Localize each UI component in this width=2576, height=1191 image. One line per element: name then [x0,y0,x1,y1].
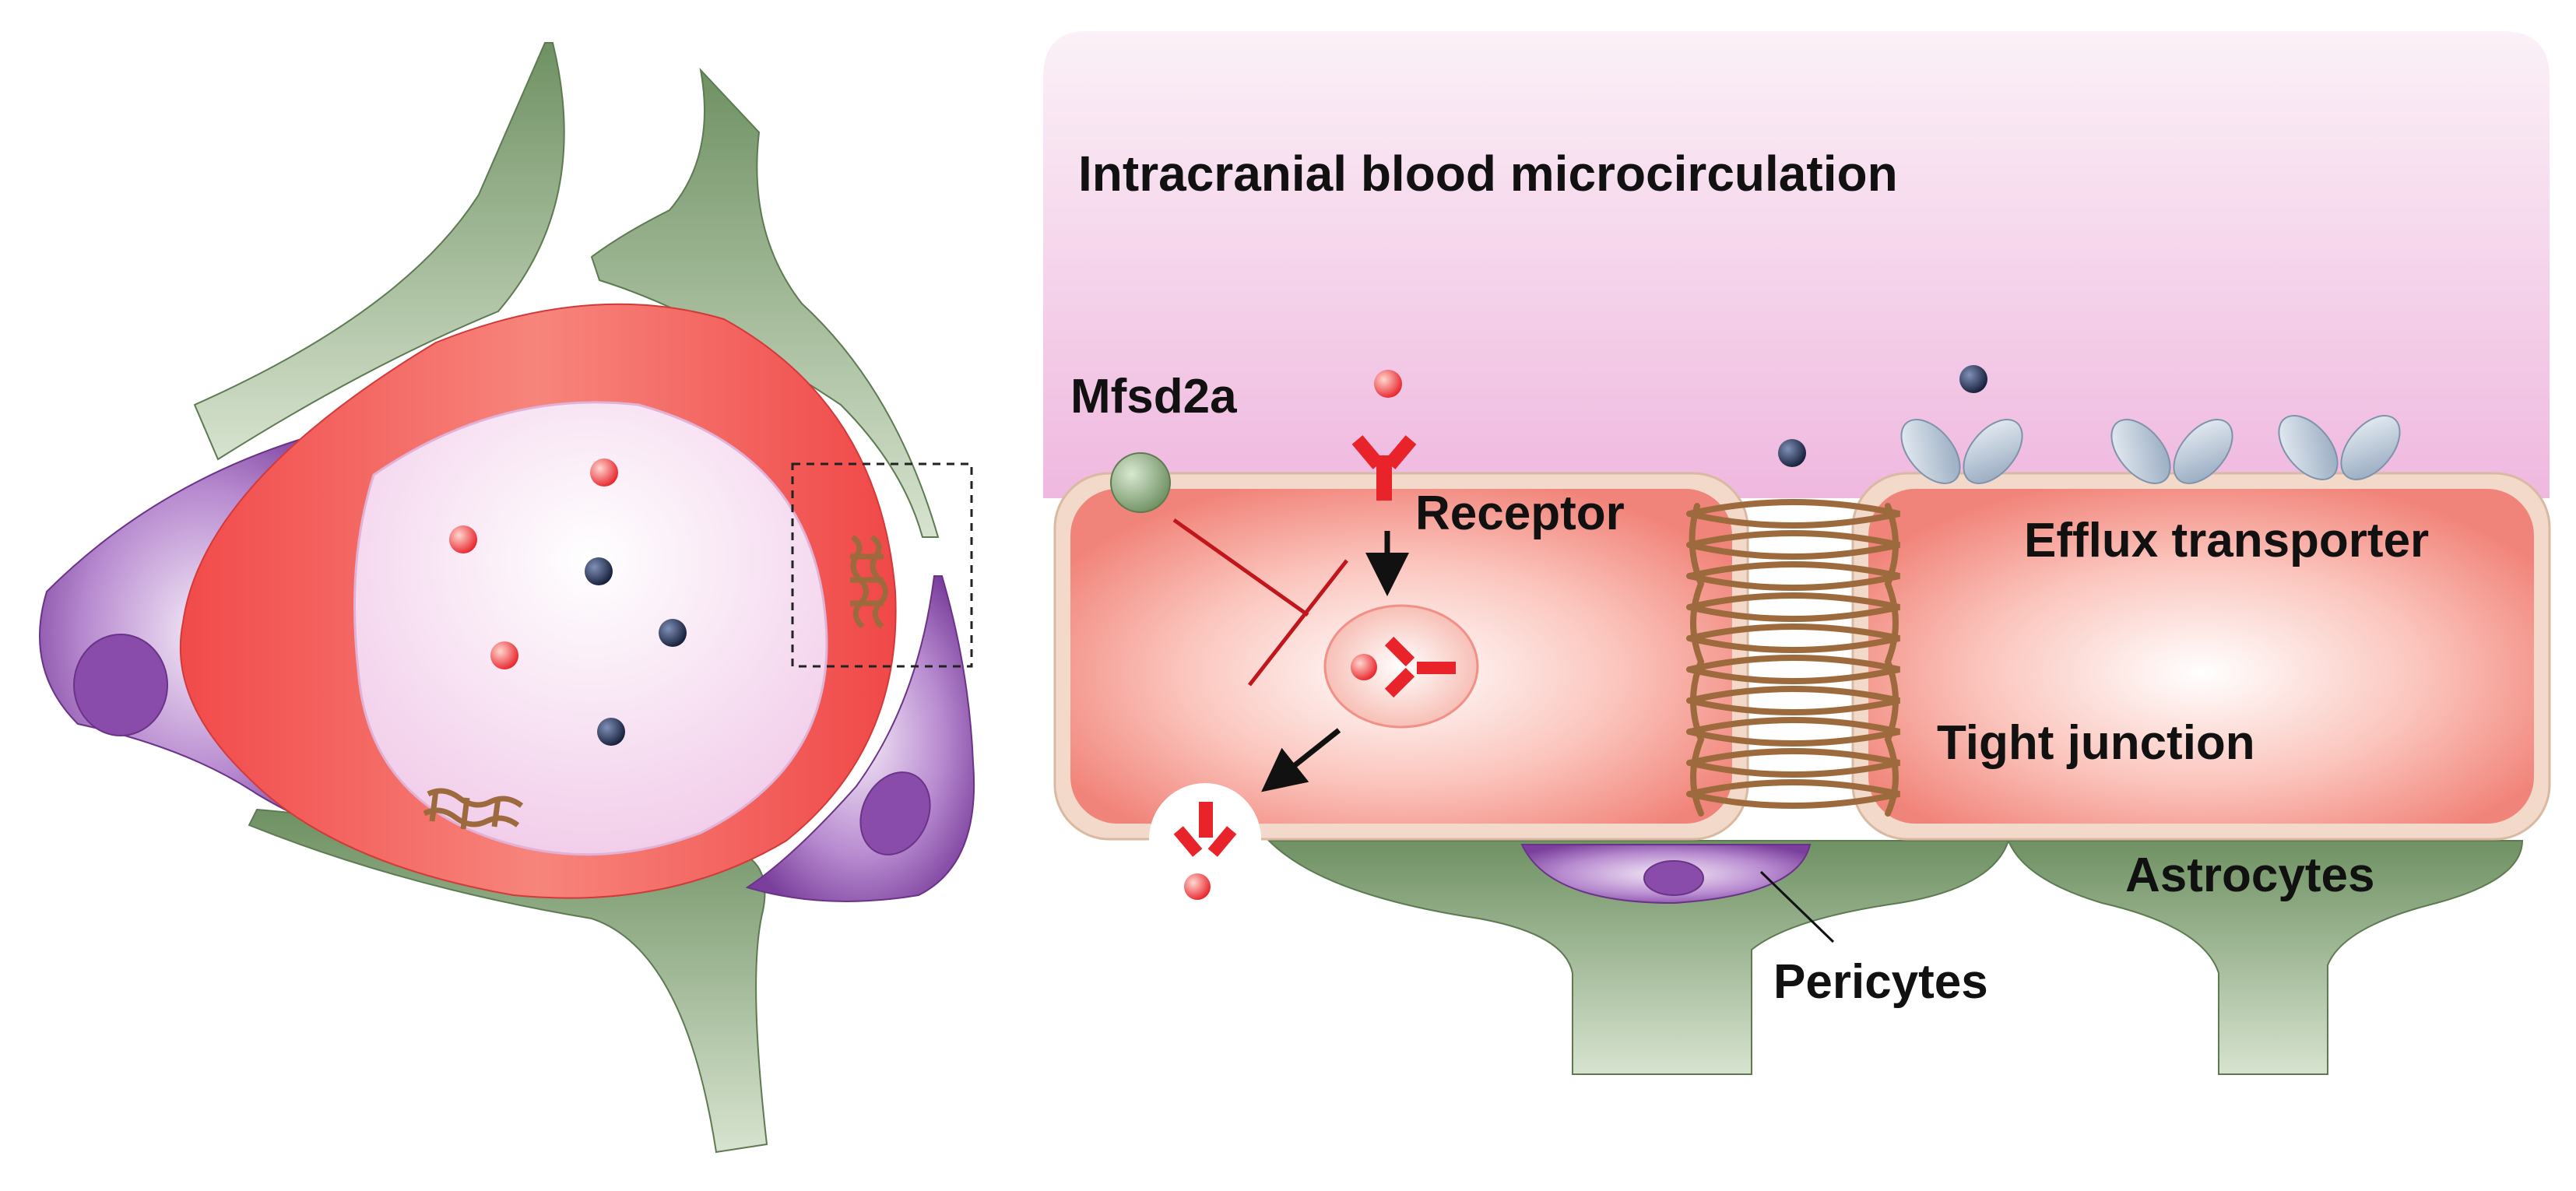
astrocyte-top-left [193,42,565,461]
pericytes-label: Pericytes [1773,955,1988,1009]
efflux-transporter-label: Efflux transporter [2024,514,2429,567]
vessel-cross-section [39,42,975,1154]
receptor-icon [1384,636,1456,698]
red-ligand [449,525,477,553]
efflux-transporter [1900,419,2023,484]
red-ligand [490,641,518,669]
tight-junction-label: Tight junction [1937,716,2255,770]
mfsd2a-protein [1110,452,1171,513]
exocytosis-bubble [1149,783,1261,895]
vessel-lumen [353,401,828,856]
arrow-down-left [1261,728,1341,792]
astrocytes-label: Astrocytes [2125,848,2374,902]
transcytosis-vesicle [1323,604,1479,729]
navy-molecule [585,557,613,585]
red-ligand [590,458,618,487]
receptor-label: Receptor [1415,487,1625,540]
astrocyte-top-right [590,67,940,538]
bbb-detail: Intracranial blood microcirculation Mfsd… [1043,31,2551,1075]
navy-molecule [1959,365,1987,393]
pericyte-left-nucleus [73,634,168,736]
pericytes-leader-line [1759,870,1835,943]
blood-region-label: Intracranial blood microcirculation [1078,146,1898,202]
astrocyte-foot-right [2007,840,2524,1075]
efflux-transporter [2110,419,2233,484]
blood-region [1043,31,2550,498]
navy-molecule [659,619,687,647]
tight-junction-ring-right [850,535,888,629]
efflux-transporter [2278,415,2401,480]
receptor-icon [1351,435,1417,501]
mfsd2a-label: Mfsd2a [1070,370,1237,423]
astrocyte-foot-center [1267,840,2010,1075]
endothelial-cell-right-body [1868,489,2534,824]
pericyte-bottom-nucleus [1643,860,1704,896]
red-ligand [1184,873,1211,900]
navy-molecule [597,718,625,746]
mfsd2a-inhibition-symbol [1172,518,1348,687]
receptor-icon [1173,802,1237,857]
tight-junction-strands [1686,499,1900,817]
red-ligand [1351,654,1377,680]
pericyte-right-nucleus [859,771,931,855]
red-ligand [1374,370,1402,398]
zoom-region-box [791,462,973,668]
navy-molecule [1778,439,1806,467]
tight-junction-ring-bottom [423,788,524,830]
